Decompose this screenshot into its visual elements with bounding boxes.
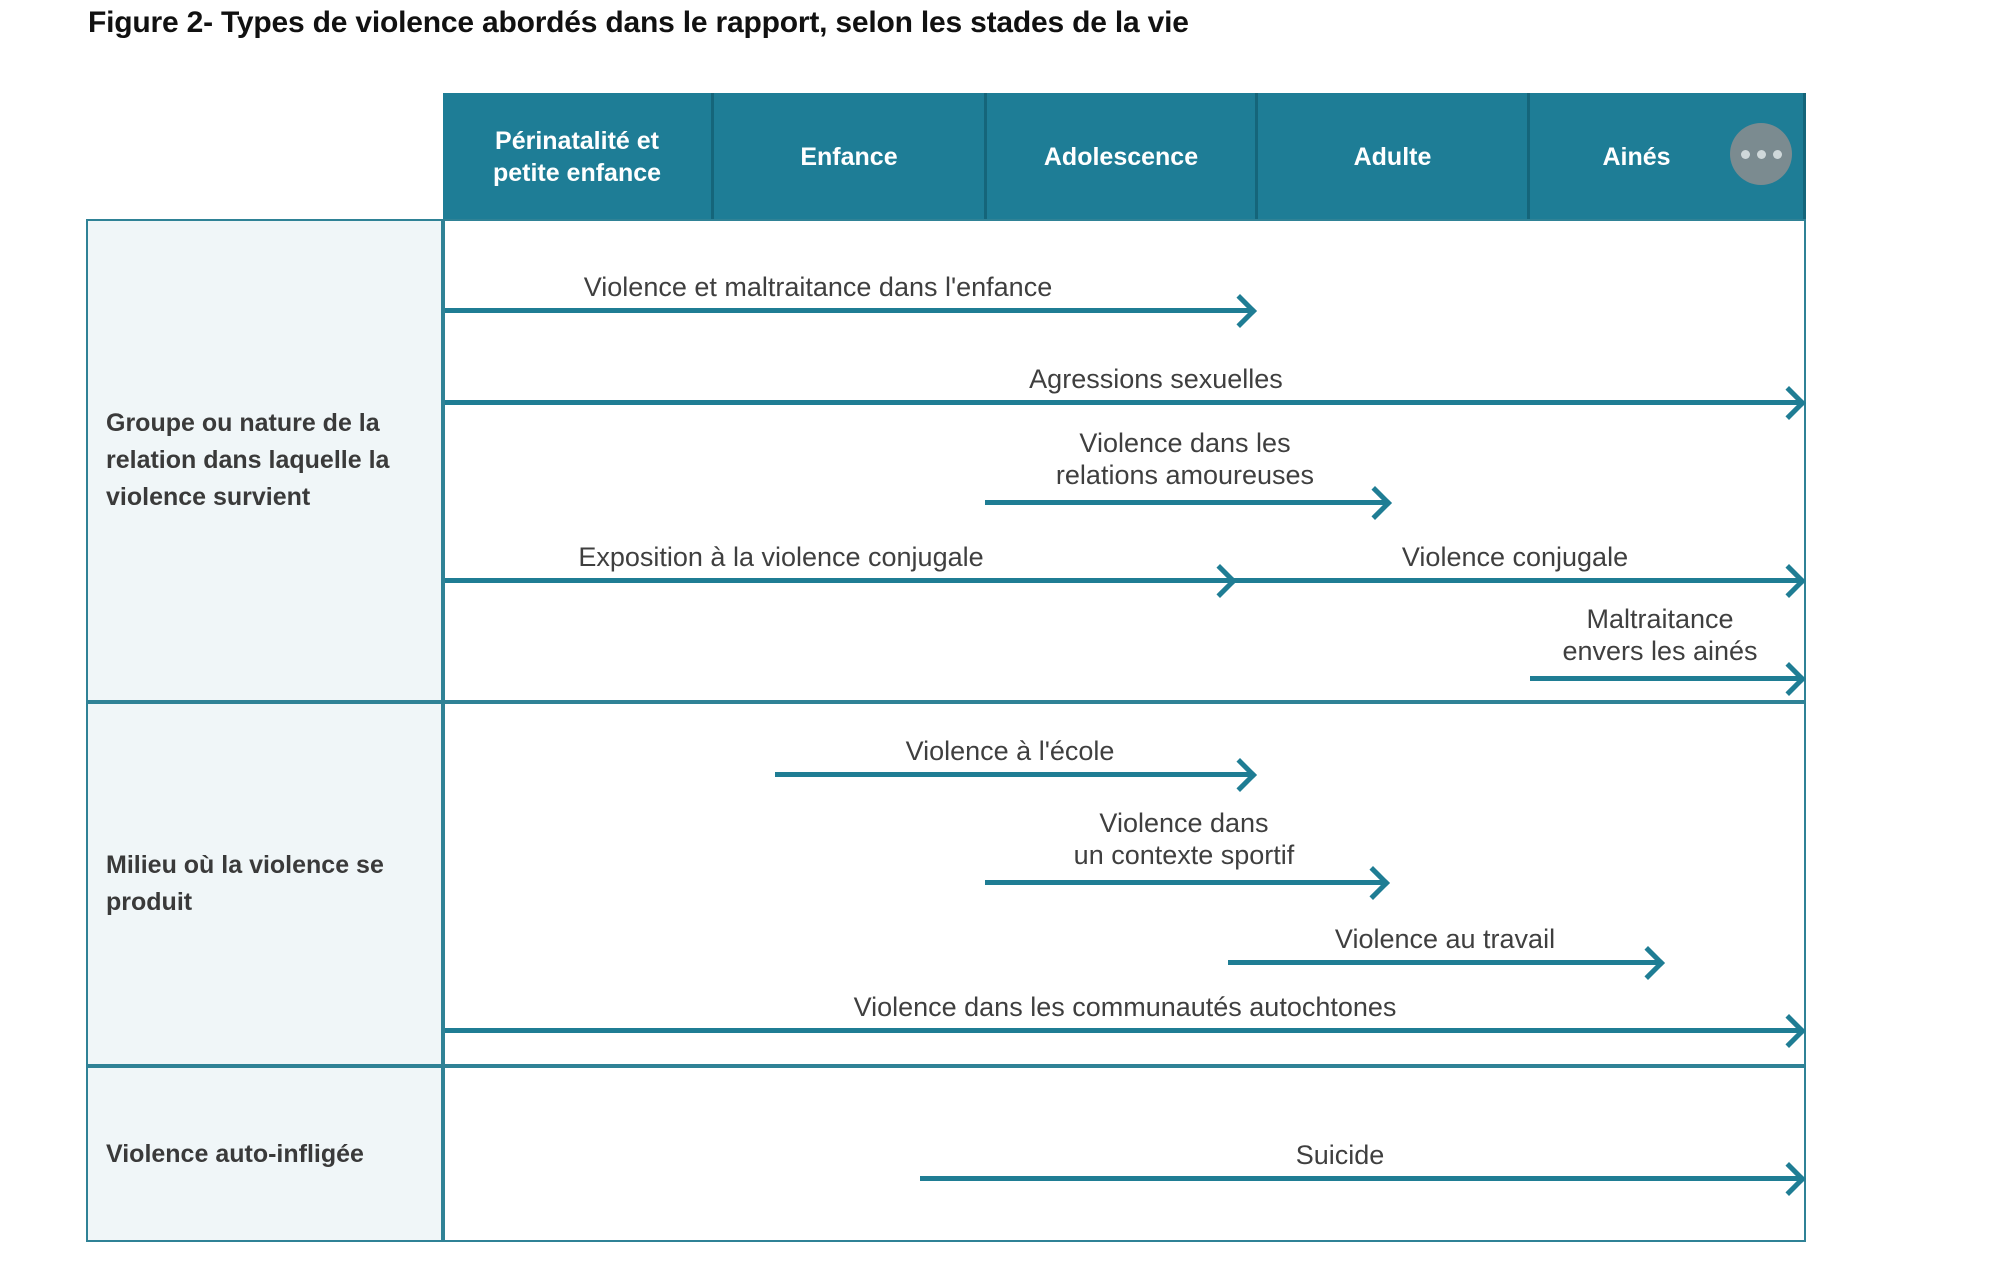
arrow-agressions-sexuelles xyxy=(445,400,1799,405)
arrow-label-violence-maltraitance-enfance: Violence et maltraitance dans l'enfance xyxy=(583,272,1053,302)
arrow-violence-maltraitance-enfance xyxy=(445,308,1250,313)
row-category-groupe-relation: Groupe ou nature de la relation dans laq… xyxy=(86,219,443,702)
column-header-enfance-label: Enfance xyxy=(800,142,898,171)
arrow-label-maltraitance-aines-line1: Maltraitance xyxy=(1586,604,1734,634)
arrow-label-relations-amoureuses-line2: relations amoureuses xyxy=(1055,460,1315,490)
ellipsis-dot-2 xyxy=(1756,149,1766,159)
column-header-enfance: Enfance xyxy=(714,93,987,220)
arrow-communautes-autochtones xyxy=(445,1028,1799,1033)
row-category-groupe-relation-label: Groupe ou nature de la relation dans laq… xyxy=(106,409,390,511)
column-header-perinatalite-line2: petite enfance xyxy=(492,158,662,187)
row-category-milieu-violence-label: Milieu où la violence se produit xyxy=(106,851,384,916)
arrow-label-violence-conjugale: Violence conjugale xyxy=(1401,542,1629,572)
column-header-aines-label: Ainés xyxy=(1602,142,1671,171)
arrow-label-relations-amoureuses-line1: Violence dans les xyxy=(1079,428,1291,458)
arrow-label-communautes-autochtones: Violence dans les communautés autochtone… xyxy=(853,992,1397,1022)
row-category-milieu-violence: Milieu où la violence se produit xyxy=(86,702,443,1066)
arrow-label-violence-ecole: Violence à l'école xyxy=(905,736,1115,766)
column-header-perinatalite-line1: Périnatalité et xyxy=(495,126,659,155)
arrow-label-exposition-violence-conjugale: Exposition à la violence conjugale xyxy=(578,542,984,572)
arrow-label-maltraitance-aines-line2: envers les ainés xyxy=(1562,636,1758,666)
arrow-violence-travail xyxy=(1228,960,1658,965)
arrow-relations-amoureuses xyxy=(985,500,1385,505)
column-header-adulte: Adulte xyxy=(1258,93,1530,220)
row-category-violence-auto-infligee: Violence auto-infligée xyxy=(86,1066,443,1242)
arrow-label-contexte-sportif-line1: Violence dans xyxy=(1099,808,1269,838)
arrow-label-agressions-sexuelles: Agressions sexuelles xyxy=(1029,364,1283,394)
arrow-exposition-violence-conjugale xyxy=(445,578,1230,583)
arrow-label-contexte-sportif-line2: un contexte sportif xyxy=(1073,840,1295,870)
row-category-violence-auto-infligee-label: Violence auto-infligée xyxy=(106,1139,364,1168)
arrow-violence-conjugale xyxy=(1230,578,1799,583)
arrow-label-violence-travail: Violence au travail xyxy=(1334,924,1556,954)
column-header-adolescence-label: Adolescence xyxy=(1043,142,1199,171)
arrow-violence-ecole xyxy=(775,772,1250,777)
arrow-suicide xyxy=(920,1176,1799,1181)
column-header-adolescence: Adolescence xyxy=(987,93,1258,220)
row-body-groupe-relation xyxy=(443,219,1806,702)
row-body-violence-auto-infligee xyxy=(443,1066,1806,1242)
more-options-icon[interactable] xyxy=(1730,123,1792,185)
arrow-maltraitance-aines xyxy=(1530,676,1799,681)
column-header-adulte-label: Adulte xyxy=(1353,142,1432,171)
arrow-contexte-sportif xyxy=(985,880,1383,885)
ellipsis-dot-3 xyxy=(1772,149,1782,159)
ellipsis-dot-1 xyxy=(1740,149,1750,159)
page-title: Figure 2- Types de violence abordés dans… xyxy=(88,6,1189,39)
column-header-perinatalite: Périnatalité et petite enfance xyxy=(443,93,714,220)
arrow-label-suicide: Suicide xyxy=(1295,1140,1385,1170)
